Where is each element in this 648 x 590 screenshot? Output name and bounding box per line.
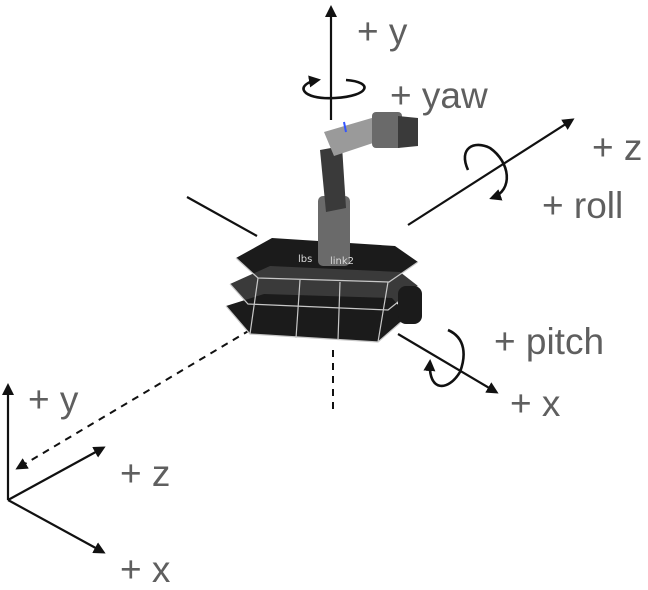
yaw-rotation-arrow: [302, 75, 366, 100]
robot-gripper: [398, 116, 418, 148]
robot-lower-arm-link: [320, 146, 346, 212]
robot-wheel: [398, 286, 422, 324]
pitch-rotation-arrow: [423, 328, 465, 388]
negative-z-axis-stub: [186, 196, 258, 237]
upper-x-axis: [397, 333, 499, 394]
yaw-label: + yaw: [390, 75, 488, 116]
reference-x-axis: [7, 499, 106, 554]
robot-base-bottom-tier: [226, 294, 408, 342]
negative-x-axis-dashed: [15, 329, 251, 470]
robot-link-tag-right: link2: [330, 256, 354, 267]
reference-z-axis: [7, 446, 106, 501]
pitch-label: + pitch: [494, 321, 604, 362]
lower-y-label: + y: [28, 379, 79, 420]
upper-z-axis: [407, 118, 575, 226]
mobile-manipulator-robot: lbs link2: [225, 112, 422, 343]
upper-z-label: + z: [592, 127, 642, 168]
upper-y-label: + y: [357, 11, 408, 52]
roll-label: + roll: [542, 185, 623, 226]
upper-x-label: + x: [510, 383, 561, 424]
robot-link-tag-left: lbs: [298, 254, 312, 265]
lower-x-label: + x: [120, 549, 171, 590]
robot-base-struts: [249, 277, 389, 343]
roll-rotation-arrow: [463, 143, 509, 201]
robot-shoulder-column: [318, 196, 350, 266]
robot-blue-marker: [343, 121, 347, 133]
lower-z-label: + z: [120, 453, 170, 494]
robot-wrist-block: [372, 112, 402, 148]
